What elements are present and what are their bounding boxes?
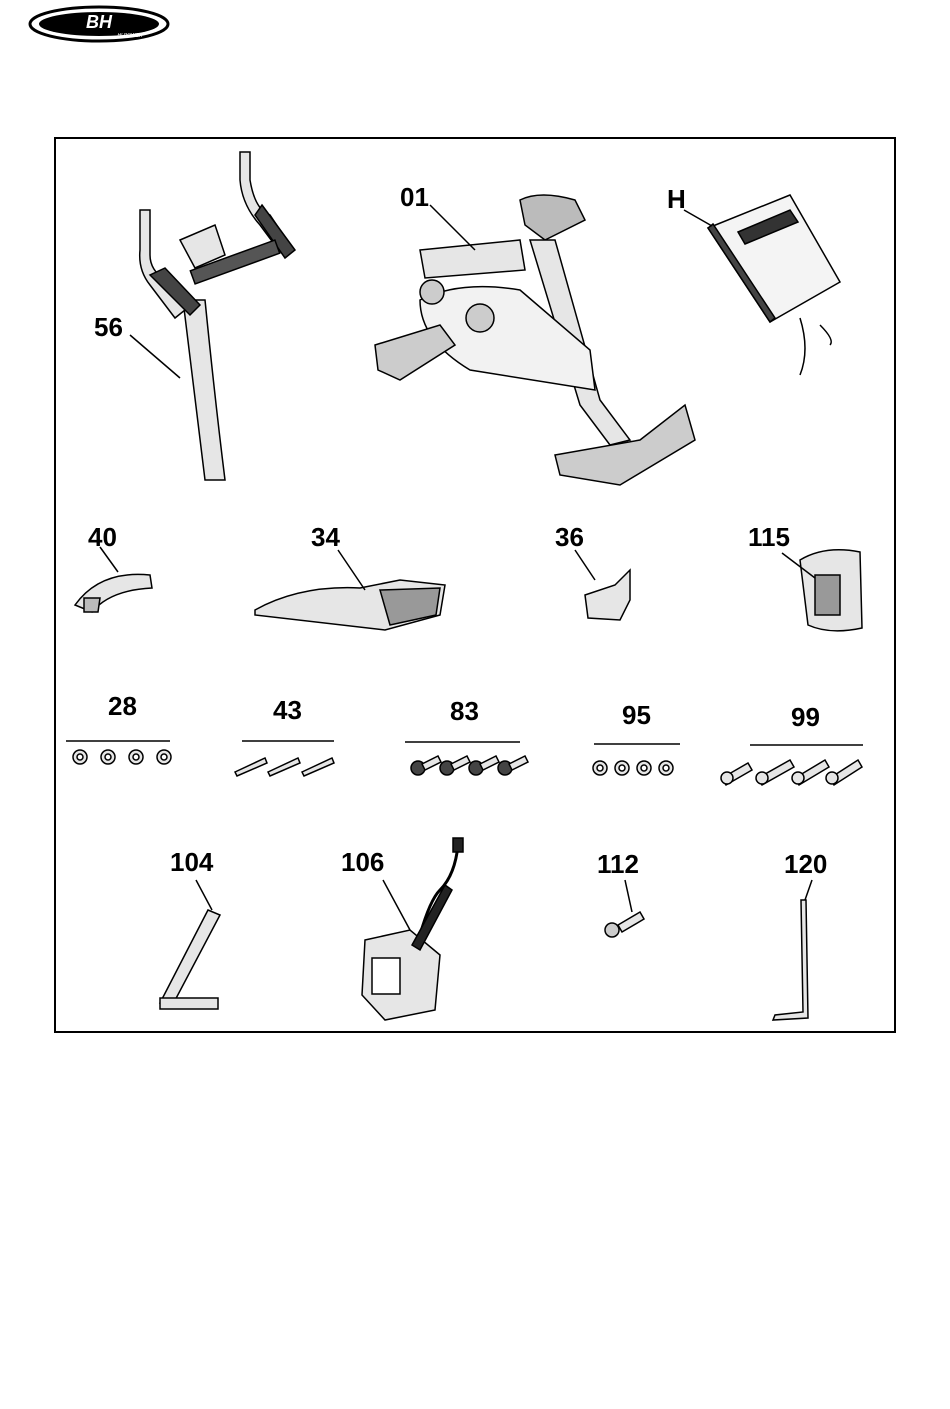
callout-106: 106: [341, 849, 384, 875]
callout-01: 01: [400, 184, 429, 210]
clip-part: [575, 550, 630, 620]
callout-104: 104: [170, 849, 213, 875]
callout-34: 34: [311, 524, 340, 550]
callout-99: 99: [791, 704, 820, 730]
callout-83: 83: [450, 698, 479, 724]
cover-part: [255, 550, 445, 630]
console-part: [684, 195, 840, 375]
callout-112: 112: [597, 851, 639, 877]
bolt-group-83: [405, 742, 528, 775]
handlebar-part: [130, 152, 295, 480]
callout-28: 28: [108, 693, 137, 719]
callout-40: 40: [88, 524, 117, 550]
callout-43: 43: [273, 697, 302, 723]
sensor-holder-part: [782, 550, 862, 631]
cap-part: [75, 547, 152, 612]
callout-H: H: [667, 186, 686, 212]
callout-115: 115: [748, 524, 790, 550]
callout-120: 120: [784, 851, 827, 877]
screw-group-43: [235, 741, 334, 776]
screw-part-112: [605, 880, 644, 937]
frame-part: [375, 195, 695, 485]
callout-95: 95: [622, 702, 651, 728]
bolt-group-99: [721, 745, 863, 785]
allen-key-part: [160, 880, 220, 1009]
callout-56: 56: [94, 314, 123, 340]
small-allen-key-part: [773, 880, 812, 1020]
washer-group-95: [593, 744, 680, 775]
washer-group-28: [66, 741, 171, 764]
callout-36: 36: [555, 524, 584, 550]
